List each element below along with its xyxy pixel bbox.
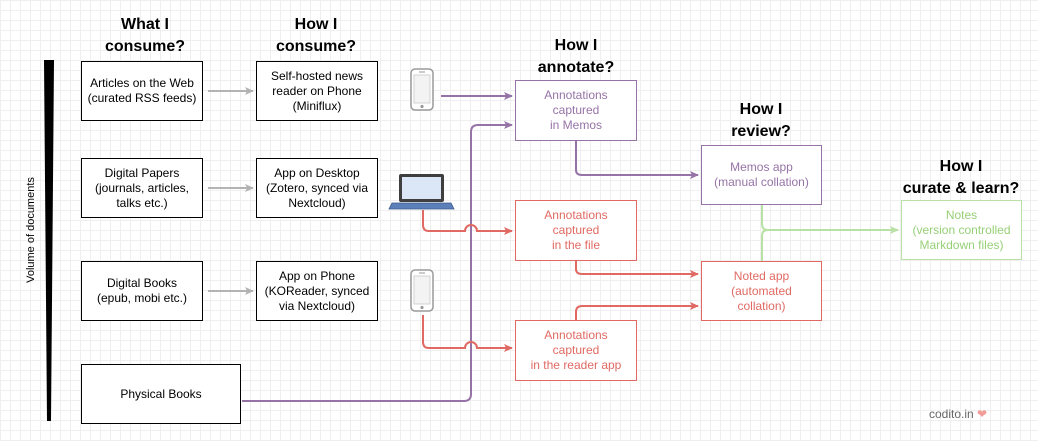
annotation-reader-app: Annotations captured in the reader app xyxy=(515,320,637,381)
consumer-news-reader: Self-hosted news reader on Phone (Minifl… xyxy=(256,61,378,121)
arrow-memos-to-memos-app xyxy=(575,141,699,179)
source-digital-books: Digital Books (epub, mobi etc.) xyxy=(81,261,203,321)
header-how-consume: How I consume? xyxy=(275,16,356,55)
volume-wedge xyxy=(44,60,54,421)
arrow-file-to-noted xyxy=(575,261,699,278)
arrow-reader-to-noted xyxy=(575,302,699,321)
source-digital-papers: Digital Papers (journals, articles, talk… xyxy=(81,158,203,218)
consumer-phone-app: App on Phone (KOReader, synced via Nextc… xyxy=(256,261,378,321)
source-web-articles: Articles on the Web (curated RSS feeds) xyxy=(81,61,203,121)
arrow-noted-app-to-notes xyxy=(761,229,769,261)
curate-notes: Notes (version controlled Markdown files… xyxy=(901,200,1022,260)
annotation-file: Annotations captured in the file xyxy=(515,200,637,261)
arrow-physical-to-memos xyxy=(242,121,513,402)
source-physical-books: Physical Books xyxy=(81,364,241,424)
phone-icon xyxy=(410,68,434,111)
phone-icon xyxy=(410,269,434,312)
review-memos-app: Memos app (manual collation) xyxy=(701,145,822,205)
review-noted-app: Noted app (automated collation) xyxy=(701,261,822,321)
header-how-review: How I review? xyxy=(731,101,791,140)
header-what-consume: What I consume? xyxy=(104,16,185,55)
arrow-memos-app-to-notes xyxy=(761,205,899,234)
header-how-annotate: How I annotate? xyxy=(537,37,615,76)
arrow-laptop-to-file xyxy=(422,210,513,235)
consumer-desktop-app: App on Desktop (Zotero, synced via Nextc… xyxy=(256,158,378,218)
footer-brand-text: codito.in xyxy=(929,407,974,421)
arrow-phone-to-reader xyxy=(422,315,513,352)
volume-axis-label: Volume of documents xyxy=(25,177,37,283)
laptop-icon xyxy=(388,174,455,210)
heart-icon: ❤ xyxy=(977,407,988,421)
footer-brand: codito.in ❤ xyxy=(929,407,987,421)
header-how-curate: How I curate & learn? xyxy=(902,158,1020,197)
annotation-memos: Annotations captured in Memos xyxy=(515,80,637,141)
